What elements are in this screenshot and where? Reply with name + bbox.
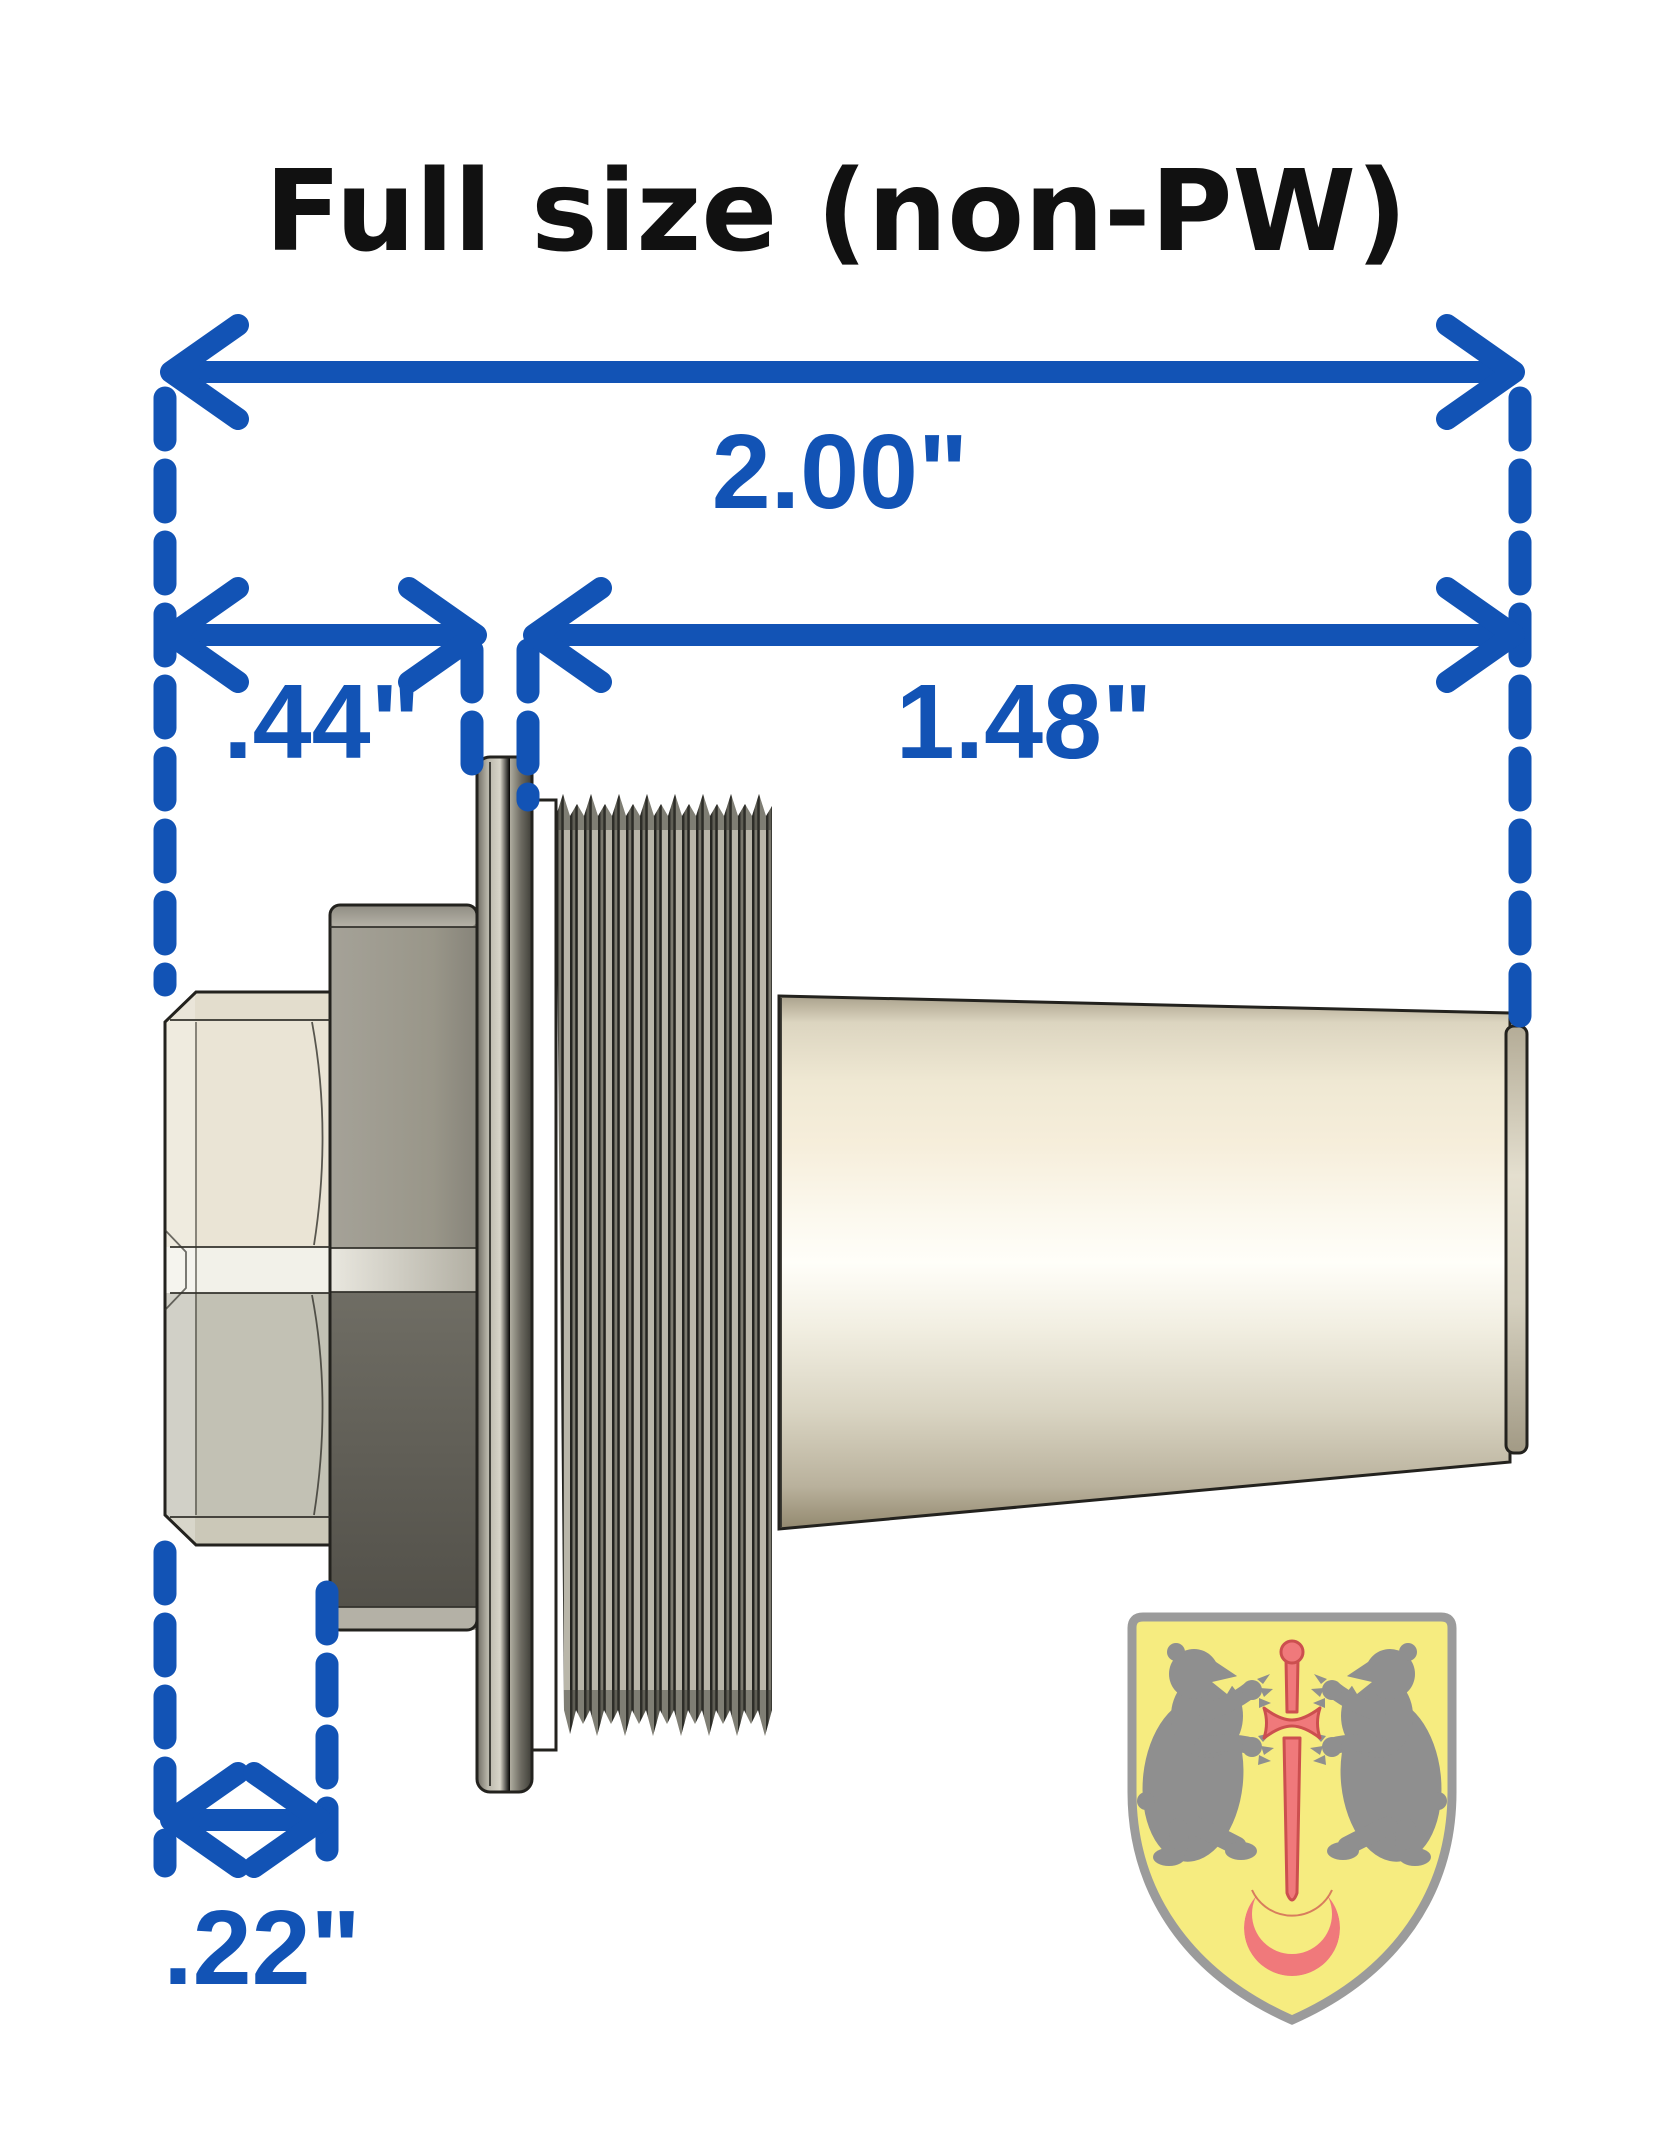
hex-nut [163,990,332,1547]
dimension-annotations: 2.00" .44" 1.48" .22" [153,314,1532,2007]
fitting-render [163,755,1529,1794]
dimension-hex-nut-label: .22" [163,1889,361,2007]
barrel [777,994,1529,1531]
thread-section [530,794,772,1752]
dimension-left-section-label: .44" [223,663,421,781]
flange [475,755,534,1794]
page-title: Full size (non-PW) [265,147,1408,277]
dimension-overall: 2.00" [160,314,1525,531]
dimension-right-section-label: 1.48" [896,663,1153,781]
dimension-right-section: 1.48" [523,577,1525,781]
dimension-hex-nut: .22" [160,1762,361,2007]
sword-icon [1262,1639,1322,1902]
fitting-body-block [328,903,479,1632]
heraldic-shield-icon [1132,1612,1452,2025]
crescent-icon [1244,1880,1340,1976]
barrel-end-cap [1506,1026,1527,1453]
dimension-left-section: .44" [160,577,487,781]
dimension-overall-label: 2.00" [712,413,969,531]
